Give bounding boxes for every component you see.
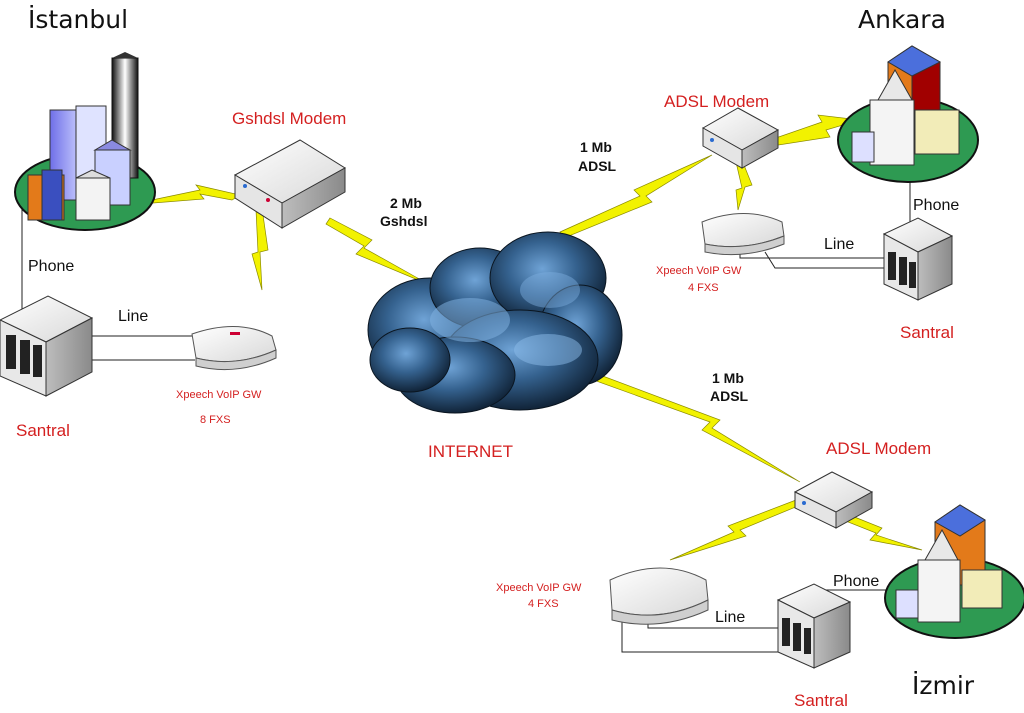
izmir-city-buildings-icon bbox=[884, 504, 1024, 639]
ankara-santral-label: Santral bbox=[900, 323, 954, 342]
istanbul-line-label: Line bbox=[118, 308, 148, 325]
izmir-phone-label: Phone bbox=[833, 573, 879, 590]
lightning-link-icon bbox=[325, 217, 431, 286]
istanbul-city-name: İstanbul bbox=[28, 5, 128, 34]
internet-label: INTERNET bbox=[428, 442, 513, 461]
istanbul-city-buildings-icon bbox=[14, 52, 156, 231]
lightning-links bbox=[127, 114, 923, 561]
ankara-city-buildings-icon bbox=[837, 45, 979, 183]
istanbul-santral-label: Santral bbox=[16, 421, 70, 440]
izmir-modem-label: ADSL Modem bbox=[826, 439, 931, 458]
ankara-voip-gateway-icon bbox=[701, 213, 785, 256]
izmir-line-label: Line bbox=[715, 609, 745, 626]
izmir-santral-label: Santral bbox=[794, 691, 848, 710]
ankara-link-type: ADSL bbox=[578, 158, 617, 174]
lightning-link-icon bbox=[587, 371, 801, 483]
istanbul-voip-gateway-icon bbox=[191, 326, 277, 371]
izmir-pbx-server-icon bbox=[776, 583, 852, 669]
ankara-gw-ports: 4 FXS bbox=[688, 282, 719, 294]
izmir-adsl-modem-icon bbox=[793, 471, 874, 529]
ankara-pbx-server-icon bbox=[882, 217, 954, 301]
ankara-gw-label: Xpeech VoIP GW bbox=[656, 265, 742, 277]
istanbul-gw-label: Xpeech VoIP GW bbox=[176, 389, 262, 401]
internet-cloud-icon bbox=[367, 231, 623, 414]
izmir-link-type: ADSL bbox=[710, 388, 749, 404]
istanbul-pbx-server-icon bbox=[0, 295, 94, 397]
ankara-link-speed: 1 Mb bbox=[580, 139, 612, 155]
ankara-line-label: Line bbox=[824, 236, 854, 253]
izmir-gw-ports: 4 FXS bbox=[528, 598, 559, 610]
istanbul-link-speed: 2 Mb bbox=[390, 195, 422, 211]
ankara-city-name: Ankara bbox=[858, 5, 946, 34]
ankara-modem-label: ADSL Modem bbox=[664, 92, 769, 111]
izmir-line-wire-2 bbox=[621, 618, 782, 653]
lightning-link-icon bbox=[669, 499, 799, 561]
istanbul-phone-label: Phone bbox=[28, 258, 74, 275]
lightning-link-icon bbox=[735, 159, 753, 211]
izmir-gw-label: Xpeech VoIP GW bbox=[496, 582, 582, 594]
istanbul-gw-ports: 8 FXS bbox=[200, 414, 231, 426]
istanbul-link-type: Gshdsl bbox=[380, 213, 427, 229]
ankara-line-wire-2 bbox=[764, 251, 910, 269]
ankara-adsl-modem-icon bbox=[701, 107, 780, 169]
izmir-link-speed: 1 Mb bbox=[712, 370, 744, 386]
istanbul-gshdsl-modem-icon bbox=[233, 139, 346, 229]
lightning-link-icon bbox=[559, 154, 713, 239]
izmir-voip-gateway-icon bbox=[609, 567, 709, 625]
ankara-phone-label: Phone bbox=[913, 197, 959, 214]
izmir-city-name: İzmir bbox=[912, 671, 975, 700]
istanbul-modem-label: Gshdsl Modem bbox=[232, 109, 346, 128]
lightning-link-icon bbox=[251, 207, 269, 291]
